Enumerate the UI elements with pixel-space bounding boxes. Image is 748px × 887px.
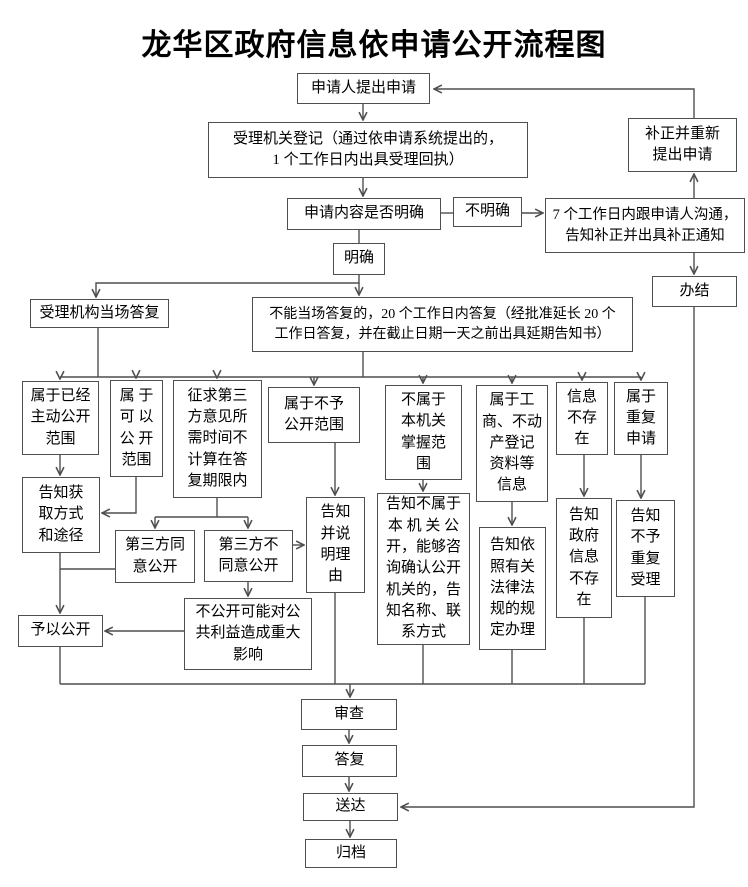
node-inform-law: 告知依 照有关 法律法 规的规 定办理 <box>479 527 546 650</box>
node-inform-reason: 告知 并说 明理 由 <box>306 497 365 593</box>
node-grant-public: 予以公开 <box>18 615 103 647</box>
connector <box>102 477 137 513</box>
node-cat-already-public: 属于已经 主动公开 范围 <box>22 381 99 455</box>
node-major-impact: 不公开可能对公 共利益造成重大 影响 <box>184 598 312 670</box>
node-close-case: 办结 <box>652 276 737 307</box>
node-applicant: 申请人提出申请 <box>297 73 430 104</box>
connector <box>96 275 360 297</box>
node-third-disagree: 第三方不 同意公开 <box>204 530 293 582</box>
node-onspot-reply: 受理机构当场答复 <box>30 299 169 328</box>
node-inform-method: 告知获 取方式 和途径 <box>22 477 100 553</box>
node-clear: 明确 <box>333 243 385 275</box>
node-inform-not-exist: 告知 政府 信息 不存 在 <box>556 498 612 618</box>
node-review: 审查 <box>301 699 397 730</box>
node-inform-no-repeat: 告知 不予 重复 受理 <box>616 500 675 597</box>
node-cat-third-party: 征求第三 方意见所 需时间不 计算在答 复期限内 <box>173 380 262 498</box>
node-cat-not-public: 属于不予 公开范围 <box>268 387 360 443</box>
connector <box>434 89 695 118</box>
node-third-agree: 第三方同 意公开 <box>115 530 195 583</box>
node-deliver: 送达 <box>303 793 398 821</box>
node-cat-commercial: 属于工 商、不动 产登记 资料等 信息 <box>476 385 548 502</box>
node-register: 受理机关登记（通过依申请系统提出的， 1 个工作日内出具受理回执） <box>208 122 528 178</box>
node-content-clear-question: 申请内容是否明确 <box>287 198 441 230</box>
node-communicate: 7 个工作日内跟申请人沟通， 告知补正并出具补正通知 <box>545 198 745 253</box>
node-cat-can-public: 属 于 可 以 公 开 范围 <box>110 380 163 477</box>
node-cat-not-held: 不属于 本机关 掌握范 围 <box>385 385 462 480</box>
node-delayed-reply: 不能当场答复的，20 个工作日内答复（经批准延长 20 个 工作日答复，并在截止… <box>252 297 633 352</box>
node-resubmit: 补正并重新 提出申请 <box>628 118 737 172</box>
diagram-title: 龙华区政府信息依申请公开流程图 <box>141 29 607 62</box>
node-unclear: 不明确 <box>453 197 522 227</box>
node-archive: 归档 <box>305 839 397 868</box>
node-reply: 答复 <box>302 745 397 777</box>
node-cat-not-exist: 信息 不存 在 <box>556 382 608 455</box>
node-cat-repeat: 属于 重复 申请 <box>614 382 668 455</box>
node-inform-not-held: 告知不属于 本 机 关 公 开，能够咨 询确认公开 机关的，告 知名称、联 系方… <box>377 493 470 645</box>
